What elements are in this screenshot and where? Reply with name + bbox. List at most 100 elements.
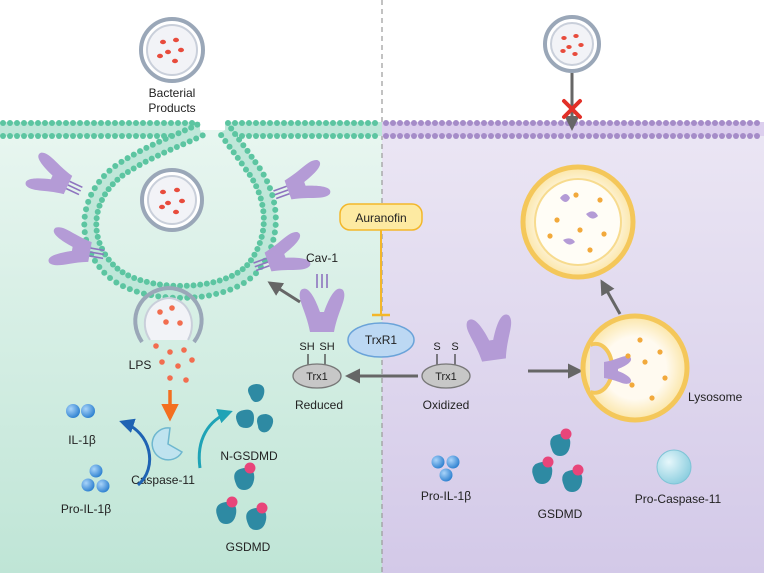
lipid-head xyxy=(130,165,137,172)
lipid-head xyxy=(154,120,160,126)
lipid-head xyxy=(140,120,146,126)
lipid-head xyxy=(390,120,396,126)
lipid-head xyxy=(747,120,753,126)
cav1-receptor-1 xyxy=(25,152,83,196)
lipid-head xyxy=(49,120,55,126)
lipid-head xyxy=(614,133,620,139)
lipid-head xyxy=(175,130,182,137)
lipid-head xyxy=(642,120,648,126)
lysosome-label: Lysosome xyxy=(688,390,743,404)
pro-il1b-right xyxy=(431,455,460,482)
lipid-head xyxy=(119,172,126,179)
lipid-head xyxy=(182,120,188,126)
lipid-head xyxy=(432,133,438,139)
lipid-head xyxy=(96,239,103,246)
lipid-head xyxy=(91,120,97,126)
lipid-head xyxy=(230,149,237,156)
lipid-head xyxy=(167,146,174,153)
lipid-head xyxy=(267,133,273,139)
lipid-head xyxy=(220,288,227,295)
lipid-head xyxy=(509,120,515,126)
lipid-head xyxy=(323,133,329,139)
lps-label: LPS xyxy=(129,358,152,372)
trxr1-label: TrxR1 xyxy=(365,333,398,347)
lipid-head xyxy=(253,133,259,139)
lysosome-degradation xyxy=(520,164,636,280)
lipid-head xyxy=(467,120,473,126)
lipid-head xyxy=(246,171,253,178)
lipid-head xyxy=(63,120,69,126)
sh-label-1: SH xyxy=(299,341,314,353)
lipid-head xyxy=(295,120,301,126)
n-gsdmd-fragments xyxy=(236,384,274,433)
lipid-head xyxy=(77,120,83,126)
lipid-head xyxy=(49,133,55,139)
lipid-head xyxy=(586,133,592,139)
lipid-head xyxy=(302,133,308,139)
lipid-head xyxy=(81,221,88,228)
trx1-oxidized-label: Trx1 xyxy=(435,371,457,383)
lipid-head xyxy=(323,120,329,126)
lipid-head xyxy=(330,120,336,126)
lipid-head xyxy=(530,133,536,139)
lipid-head xyxy=(719,133,725,139)
lipid-head xyxy=(77,133,83,139)
lipid-head xyxy=(351,133,357,139)
lipid-head xyxy=(271,229,278,236)
lipid-head xyxy=(425,120,431,126)
lipid-head xyxy=(93,227,100,234)
lipid-head xyxy=(137,277,144,284)
lipid-head xyxy=(225,120,231,126)
lipid-head xyxy=(125,272,132,279)
lipid-head xyxy=(523,120,529,126)
caspase11-label: Caspase-11 xyxy=(131,473,195,487)
lipid-head xyxy=(85,198,92,205)
lipid-head xyxy=(252,159,259,166)
lipid-head xyxy=(600,120,606,126)
lipid-head xyxy=(140,133,146,139)
lipid-head xyxy=(621,133,627,139)
cav1-free xyxy=(299,274,345,332)
lipid-head xyxy=(155,293,162,300)
lipid-head xyxy=(248,153,255,160)
lipid-head xyxy=(236,136,243,143)
lipid-head xyxy=(266,185,273,192)
lipid-head xyxy=(81,229,88,236)
lipid-head xyxy=(316,120,322,126)
lipid-head xyxy=(281,120,287,126)
lipid-head xyxy=(83,206,90,213)
lipid-head xyxy=(670,120,676,126)
lipid-head xyxy=(14,133,20,139)
lipid-head xyxy=(188,124,195,131)
lipid-head xyxy=(530,120,536,126)
lipid-head xyxy=(199,132,206,139)
lipid-head xyxy=(677,133,683,139)
lipid-head xyxy=(240,279,247,286)
lipid-head xyxy=(244,262,251,269)
lipid-head xyxy=(147,120,153,126)
lipid-head xyxy=(259,227,266,234)
lipid-head xyxy=(56,120,62,126)
lipid-head xyxy=(149,141,156,148)
lipid-head xyxy=(726,120,732,126)
cav1-receptor-2 xyxy=(48,227,105,266)
lipid-head xyxy=(255,189,262,196)
lipid-head xyxy=(481,120,487,126)
lipid-head xyxy=(551,120,557,126)
lipid-head xyxy=(565,133,571,139)
lipid-head xyxy=(495,133,501,139)
lipid-head xyxy=(42,133,48,139)
lipid-head xyxy=(488,120,494,126)
lipid-head xyxy=(509,133,515,139)
lipid-head xyxy=(372,120,378,126)
lipid-head xyxy=(156,281,163,288)
lipid-head xyxy=(316,133,322,139)
lipid-head xyxy=(194,121,201,128)
lipid-head xyxy=(691,120,697,126)
lipid-head xyxy=(383,133,389,139)
lipid-head xyxy=(124,169,131,176)
lipid-head xyxy=(337,133,343,139)
lipid-head xyxy=(70,120,76,126)
lipid-head xyxy=(397,133,403,139)
lipid-head xyxy=(684,133,690,139)
